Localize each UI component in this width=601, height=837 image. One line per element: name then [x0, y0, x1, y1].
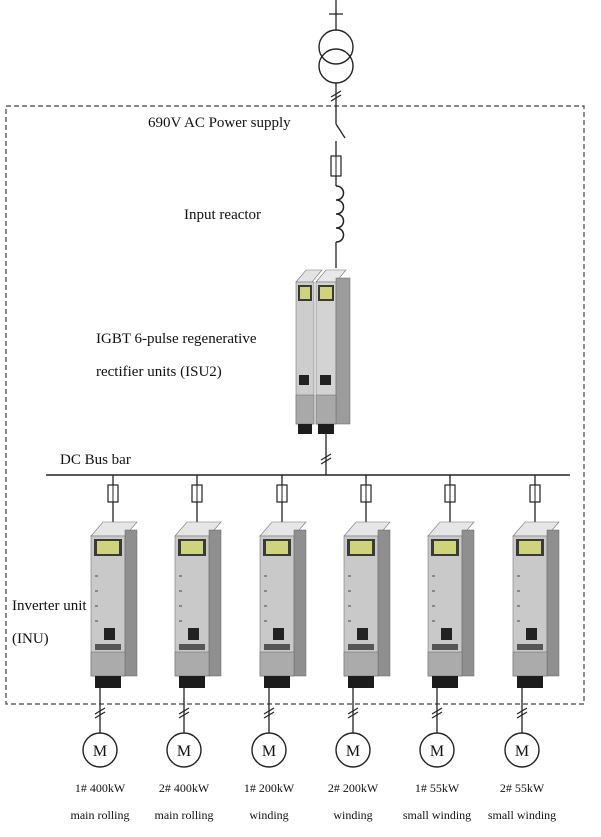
motor-application-label: winding	[333, 808, 373, 822]
dc-bus-label: DC Bus bar	[60, 452, 131, 468]
motor-symbol	[419, 732, 455, 768]
motor-rating-label: 2# 200kW	[327, 781, 379, 795]
motor-symbol	[82, 732, 118, 768]
circuit-breaker-symbol	[335, 118, 346, 156]
motor-symbol	[504, 732, 540, 768]
feeder-1: M	[82, 475, 138, 768]
rectifier-cabinet-pair	[295, 269, 351, 434]
inverter-cabinet	[174, 521, 222, 688]
motor-symbol-letter: M	[262, 743, 276, 760]
motor-symbol	[251, 732, 287, 768]
supply-label: 690V AC Power supply	[148, 115, 291, 131]
motor-rating-label: 2# 400kW	[158, 781, 210, 795]
feeder-6: M	[504, 475, 560, 768]
inverter-cabinet	[343, 521, 391, 688]
motor-symbol-letter: M	[346, 743, 360, 760]
motor-symbol-letter: M	[430, 743, 444, 760]
inverter-cabinet	[259, 521, 307, 688]
rectifier-cabinet-left	[295, 269, 323, 434]
inverter-label-line1: Inverter unit	[12, 598, 87, 614]
feeder-2: M	[166, 475, 222, 768]
rectifier-label-line2: rectifier units (ISU2)	[96, 364, 222, 380]
motor-symbol-letter: M	[93, 743, 107, 760]
feeder-4: M	[335, 475, 391, 768]
inverter-cabinet	[90, 521, 138, 688]
transformer-symbol	[318, 29, 354, 118]
rectifier-label-line1: IGBT 6-pulse regenerative	[96, 331, 257, 347]
feeder-3: M	[251, 475, 307, 768]
motor-symbol	[335, 732, 371, 768]
motor-application-label: main rolling	[154, 808, 214, 822]
system-boundary	[5, 105, 585, 705]
motor-symbol	[166, 732, 202, 768]
motor-symbol-letter: M	[177, 743, 191, 760]
motor-symbol-letter: M	[515, 743, 529, 760]
motor-application-label: small winding	[487, 808, 557, 822]
motor-rating-label: 1# 200kW	[243, 781, 295, 795]
motor-application-label: winding	[249, 808, 289, 822]
rectifier-cabinet-right	[315, 269, 351, 434]
inverter-label-line2: (INU)	[12, 631, 49, 647]
motor-rating-label: 1# 400kW	[74, 781, 126, 795]
input-reactor-label: Input reactor	[184, 207, 262, 223]
feeder-5: M	[419, 475, 475, 768]
motor-rating-label: 1# 55kW	[414, 781, 460, 795]
inverter-cabinet	[427, 521, 475, 688]
motor-application-label: small winding	[402, 808, 472, 822]
input-reactor-symbol	[335, 185, 345, 243]
motor-rating-label: 2# 55kW	[499, 781, 545, 795]
motor-application-label: main rolling	[70, 808, 130, 822]
inverter-cabinet	[512, 521, 560, 688]
